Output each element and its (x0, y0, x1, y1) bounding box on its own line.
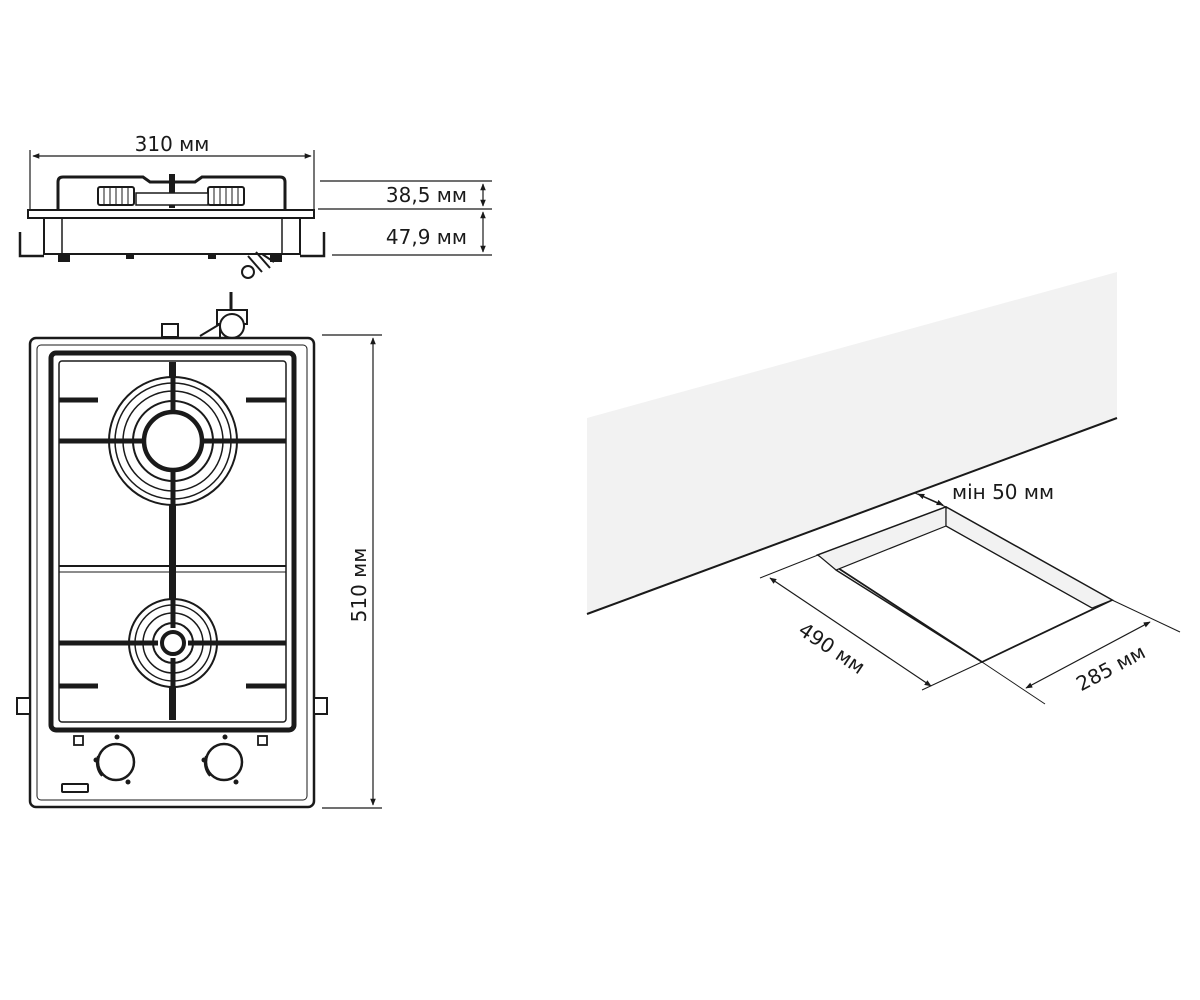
cutout-width-dimension-line (1025, 621, 1151, 689)
front-burner-left (97, 186, 135, 206)
wall-gap-dimension-line (917, 493, 944, 506)
front-gas-connector (241, 251, 275, 279)
body-height-label: 47,9 мм (386, 225, 467, 249)
top-view: 510 мм (16, 292, 382, 809)
cutout-length-label: 490 мм (794, 617, 869, 679)
top-grate-frame (48, 350, 297, 733)
grate-center-bar (169, 362, 176, 720)
front-clip-left (18, 232, 44, 258)
length-label: 510 мм (347, 548, 371, 623)
wall-countertop-edge (586, 417, 1118, 615)
countertop-cutout (816, 505, 1114, 664)
wall-backsplash (587, 272, 1117, 614)
wall-gap-label: мін 50 мм (952, 480, 1054, 504)
small-burner (128, 598, 218, 688)
front-grate-center-post (169, 174, 175, 208)
logo-plate (61, 783, 89, 793)
large-burner (108, 376, 238, 506)
cutout-length-dimension-line (769, 577, 932, 687)
top-gas-connector (199, 292, 248, 339)
grate-height-label: 38,5 мм (386, 183, 467, 207)
front-clip-right (300, 232, 326, 258)
indicator-right (257, 735, 268, 746)
knob-left (93, 734, 136, 785)
cutout-perspective: мін 50 мм 490 мм 285 мм (586, 272, 1181, 705)
knob-right (201, 734, 244, 785)
front-burner-right (207, 186, 245, 206)
front-view: 310 мм (18, 132, 492, 279)
indicator-left (73, 735, 84, 746)
front-burner-middle (135, 192, 209, 206)
front-top-plate (27, 209, 315, 219)
cutout-width-label: 285 мм (1072, 640, 1149, 696)
front-body (43, 217, 301, 255)
front-width-label: 310 мм (135, 132, 210, 156)
